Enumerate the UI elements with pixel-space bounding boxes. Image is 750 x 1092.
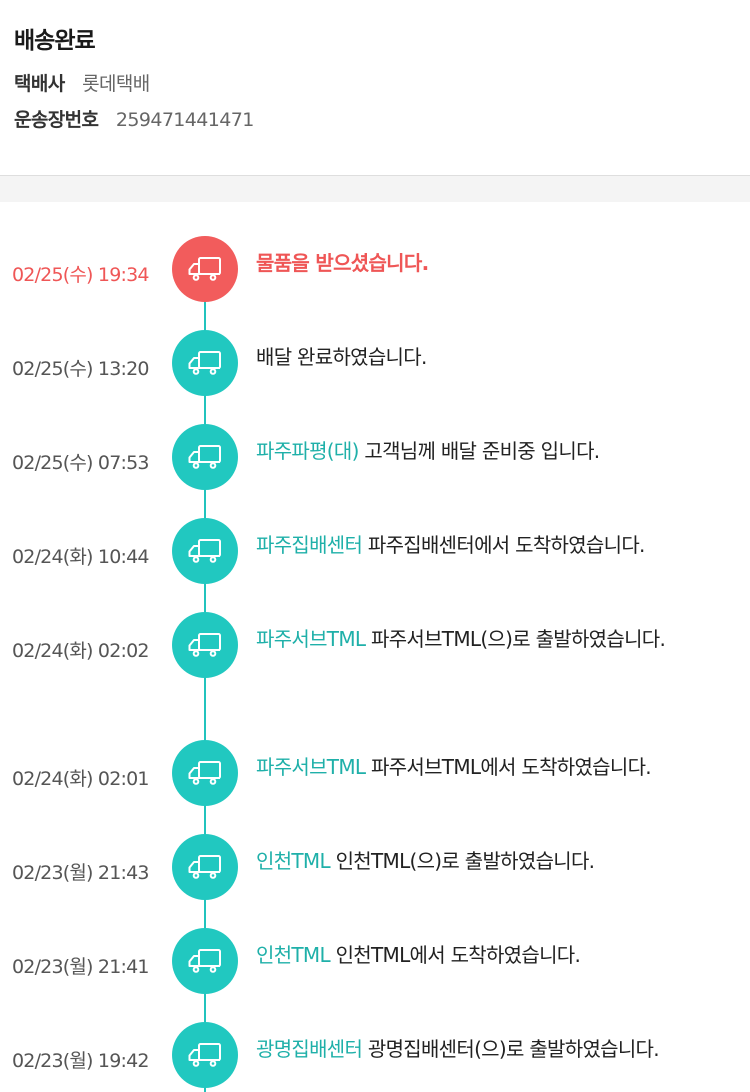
event-message: 물품을 받으셨습니다. — [256, 251, 429, 275]
event-time: 02/25(수) 19:34 — [12, 264, 149, 286]
delivery-status: 배송완료 — [14, 28, 96, 54]
event-description: 배달 완료하였습니다. — [256, 343, 726, 372]
tracking-row: 운송장번호 259471441471 — [14, 106, 736, 134]
event-time: 02/23(월) 21:43 — [12, 862, 149, 884]
tracking-label: 운송장번호 — [14, 109, 99, 131]
courier-label: 택배사 — [14, 73, 65, 95]
event-location-link[interactable]: 인천TML — [256, 943, 331, 967]
truck-icon — [172, 740, 238, 806]
event-time: 02/25(수) 07:53 — [12, 452, 149, 474]
event-message: 인천TML(으)로 출발하였습니다. — [335, 849, 595, 873]
event-time: 02/25(수) 13:20 — [12, 358, 149, 380]
event-message: 인천TML에서 도착하였습니다. — [335, 943, 581, 967]
event-description: 파주집배센터 파주집배센터에서 도착하였습니다. — [256, 531, 726, 560]
event-description: 파주파평(대) 고객님께 배달 준비중 입니다. — [256, 437, 726, 466]
event-time: 02/23(월) 19:42 — [12, 1050, 149, 1072]
event-message: 고객님께 배달 준비중 입니다. — [364, 439, 600, 463]
event-message: 배달 완료하였습니다. — [256, 345, 427, 369]
section-divider — [0, 176, 750, 202]
truck-icon — [172, 612, 238, 678]
event-time: 02/23(월) 21:41 — [12, 956, 149, 978]
event-location-link[interactable]: 파주서브TML — [256, 627, 366, 651]
truck-icon — [172, 1022, 238, 1088]
event-time: 02/24(화) 02:02 — [12, 640, 149, 662]
event-location-link[interactable]: 광명집배센터 — [256, 1037, 363, 1061]
event-description: 인천TML 인천TML(으)로 출발하였습니다. — [256, 847, 726, 876]
tracking-number: 259471441471 — [115, 109, 254, 131]
event-time: 02/24(화) 10:44 — [12, 546, 149, 568]
event-message: 광명집배센터(으)로 출발하였습니다. — [367, 1037, 660, 1061]
event-location-link[interactable]: 파주서브TML — [256, 755, 366, 779]
truck-icon — [172, 330, 238, 396]
event-description: 물품을 받으셨습니다. — [256, 249, 726, 278]
event-location-link[interactable]: 인천TML — [256, 849, 331, 873]
truck-icon — [172, 928, 238, 994]
event-message: 파주집배센터에서 도착하였습니다. — [367, 533, 646, 557]
event-location-link[interactable]: 파주파평(대) — [256, 439, 359, 463]
timeline-line — [204, 272, 206, 1092]
event-description: 인천TML 인천TML에서 도착하였습니다. — [256, 941, 726, 970]
truck-icon — [172, 424, 238, 490]
truck-icon — [172, 236, 238, 302]
event-location-link[interactable]: 파주집배센터 — [256, 533, 363, 557]
event-message: 파주서브TML(으)로 출발하였습니다. — [371, 627, 666, 651]
event-message: 파주서브TML에서 도착하였습니다. — [371, 755, 652, 779]
delivery-summary: 배송완료 택배사 롯데택배 운송장번호 259471441471 — [0, 0, 750, 176]
event-description: 광명집배센터 광명집배센터(으)로 출발하였습니다. — [256, 1035, 726, 1064]
truck-icon — [172, 834, 238, 900]
courier-row: 택배사 롯데택배 — [14, 70, 736, 98]
event-description: 파주서브TML 파주서브TML(으)로 출발하였습니다. — [256, 625, 726, 654]
courier-value: 롯데택배 — [82, 73, 150, 95]
event-description: 파주서브TML 파주서브TML에서 도착하였습니다. — [256, 753, 726, 782]
event-time: 02/24(화) 02:01 — [12, 768, 149, 790]
truck-icon — [172, 518, 238, 584]
tracking-timeline: 02/25(수) 19:34 물품을 받으셨습니다. 02/25(수) 13:20 배… — [0, 202, 750, 1092]
